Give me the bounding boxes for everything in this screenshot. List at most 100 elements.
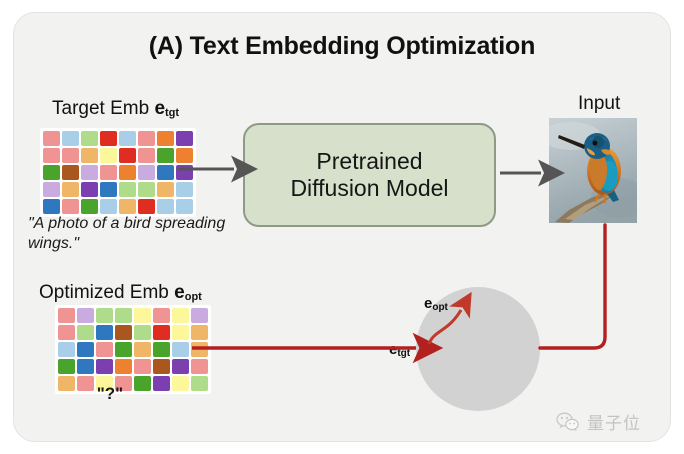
target-embedding-cell	[81, 182, 98, 197]
optimized-embedding-cell	[58, 376, 75, 391]
target-embedding-cell	[43, 182, 60, 197]
optimized-embedding-cell	[172, 325, 189, 340]
optimized-embedding-cell	[77, 308, 94, 323]
target-embedding-cell	[138, 182, 155, 197]
optimized-embedding-cell	[172, 342, 189, 357]
target-embedding-cell	[100, 148, 117, 163]
model-box-text: Pretrained Diffusion Model	[290, 148, 448, 202]
latent-point-tgt-subscript: tgt	[397, 348, 411, 359]
optimized-embedding-subscript: opt	[184, 291, 202, 303]
latent-point-opt-dot	[462, 300, 468, 306]
optimized-embedding-caption: "?"	[96, 384, 124, 403]
target-embedding-cell	[119, 199, 136, 214]
target-embedding-cell	[157, 131, 174, 146]
optimized-embedding-cell	[115, 308, 132, 323]
optimized-embedding-cell	[134, 342, 151, 357]
target-embedding-cell	[138, 165, 155, 180]
optimized-embedding-cell	[134, 376, 151, 391]
target-embedding-cell	[119, 148, 136, 163]
target-embedding-cell	[157, 182, 174, 197]
target-embedding-grid	[40, 128, 196, 217]
target-embedding-cell	[100, 131, 117, 146]
optimized-embedding-symbol: e	[174, 282, 185, 303]
optimized-embedding-cell	[191, 325, 208, 340]
optimized-embedding-cell	[153, 359, 170, 374]
latent-point-opt-subscript: opt	[432, 302, 448, 313]
optimized-embedding-cell	[77, 342, 94, 357]
target-embedding-cell	[100, 165, 117, 180]
optimized-embedding-cell	[115, 325, 132, 340]
target-embedding-symbol: e	[154, 98, 166, 119]
optimized-embedding-cell	[115, 376, 132, 391]
model-line-1: Pretrained	[316, 147, 423, 174]
watermark-text: 量子位	[587, 414, 641, 433]
optimized-embedding-cell	[77, 359, 94, 374]
target-embedding-cell	[81, 199, 98, 214]
input-image-kingfisher	[549, 118, 637, 223]
target-embedding-cell	[157, 148, 174, 163]
optimized-embedding-cell	[96, 376, 113, 391]
target-embedding-cell	[176, 199, 193, 214]
target-embedding-cell	[119, 165, 136, 180]
optimized-embedding-cell	[134, 359, 151, 374]
latent-point-opt-symbol: e	[424, 295, 433, 312]
target-embedding-cell	[100, 199, 117, 214]
page-title: (A) Text Embedding Optimization	[148, 32, 536, 60]
target-embedding-cell	[62, 182, 79, 197]
target-embedding-label-text: Target Emb	[52, 98, 155, 119]
target-embedding-cell	[176, 182, 193, 197]
optimized-embedding-cell	[96, 308, 113, 323]
optimized-embedding-cell	[153, 342, 170, 357]
optimized-embedding-cell	[172, 376, 189, 391]
pretrained-diffusion-model-box: Pretrained Diffusion Model	[243, 123, 496, 227]
optimized-embedding-cell	[191, 308, 208, 323]
target-embedding-cell	[62, 165, 79, 180]
input-label: Input	[578, 93, 621, 114]
kingfisher-illustration	[549, 118, 637, 223]
optimized-embedding-cell	[96, 359, 113, 374]
optimized-embedding-label: Optimized Emb eopt	[39, 282, 202, 304]
latent-point-tgt-dot	[426, 346, 432, 352]
latent-point-opt-label: eopt	[424, 295, 448, 313]
target-embedding-label: Target Emb etgt	[52, 98, 179, 120]
optimized-embedding-cell	[96, 342, 113, 357]
optimized-embedding-cell	[153, 376, 170, 391]
model-line-2: Diffusion Model	[290, 175, 449, 201]
optimized-embedding-cell	[77, 376, 94, 391]
target-embedding-cell	[138, 148, 155, 163]
wechat-icon	[556, 412, 579, 431]
target-embedding-cell	[81, 165, 98, 180]
optimized-embedding-cell	[58, 342, 75, 357]
target-embedding-cell	[157, 165, 174, 180]
optimized-embedding-cell	[77, 325, 94, 340]
optimized-embedding-label-text: Optimized Emb	[39, 282, 175, 303]
target-embedding-cell	[138, 199, 155, 214]
optimized-embedding-cell	[191, 359, 208, 374]
optimized-embedding-cell	[96, 325, 113, 340]
target-embedding-cell	[119, 131, 136, 146]
optimized-embedding-cell	[172, 359, 189, 374]
target-embedding-cell	[100, 182, 117, 197]
optimized-embedding-cell	[58, 308, 75, 323]
target-embedding-cell	[43, 199, 60, 214]
target-embedding-cell	[176, 148, 193, 163]
optimized-embedding-cell	[115, 359, 132, 374]
optimized-embedding-cell	[134, 325, 151, 340]
optimized-embedding-cell	[58, 325, 75, 340]
target-embedding-cell	[176, 165, 193, 180]
target-embedding-cell	[176, 131, 193, 146]
watermark: 量子位	[556, 409, 641, 434]
target-embedding-cell	[138, 131, 155, 146]
target-embedding-cell	[62, 131, 79, 146]
target-embedding-cell	[43, 148, 60, 163]
target-embedding-cell	[119, 182, 136, 197]
optimized-embedding-cell	[58, 359, 75, 374]
target-embedding-caption: "A photo of a bird spreading wings."	[28, 215, 226, 253]
target-embedding-cell	[81, 131, 98, 146]
optimized-embedding-cell	[115, 342, 132, 357]
optimized-embedding-cell	[134, 308, 151, 323]
latent-point-tgt-label: etgt	[389, 341, 410, 359]
optimized-embedding-cell	[153, 308, 170, 323]
target-embedding-cell	[62, 199, 79, 214]
